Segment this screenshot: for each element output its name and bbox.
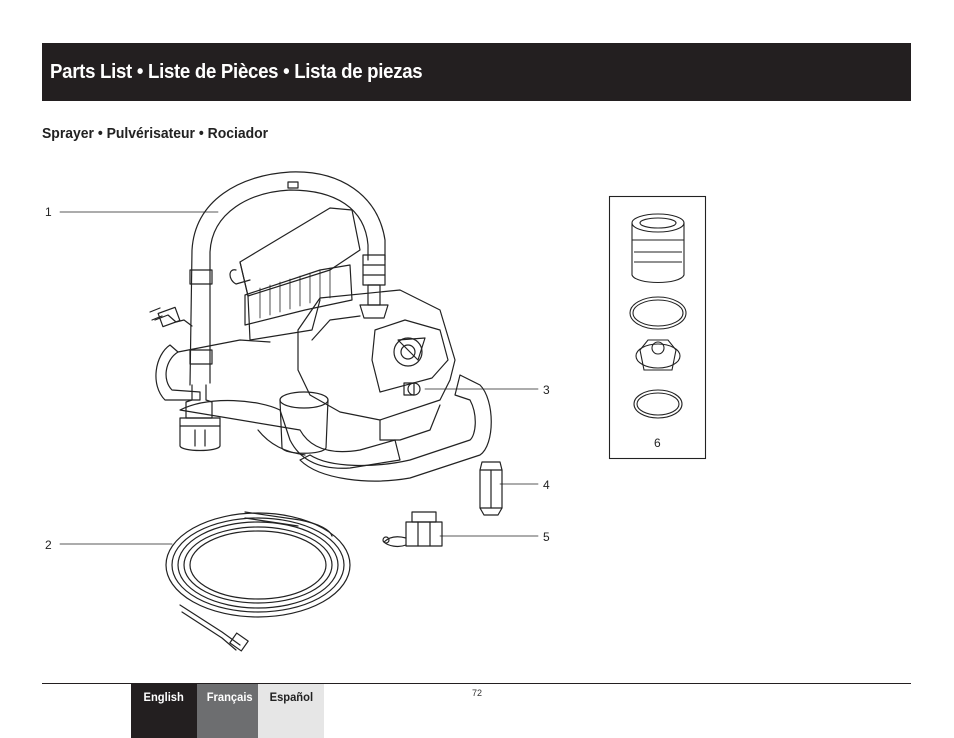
tab-espanol[interactable]: Español [258, 684, 324, 738]
tab-francais[interactable]: Français [197, 684, 263, 738]
part-4-coupler [479, 461, 503, 516]
page-title: Parts List • Liste de Pièces • Lista de … [50, 61, 423, 83]
footer-rule [42, 683, 911, 684]
airless-hose [165, 511, 351, 652]
title-bar: Parts List • Liste de Pièces • Lista de … [42, 43, 911, 101]
paint-cup [279, 391, 329, 454]
pump-housing [297, 289, 456, 441]
callout-number-4: 4 [543, 478, 550, 492]
tab-english[interactable]: English [131, 684, 197, 738]
tab-espanol-label: Español [269, 690, 313, 704]
callout-number-6: 6 [654, 436, 661, 450]
sprayer-handle [189, 171, 386, 386]
page-number: 72 [472, 688, 483, 698]
callout-number-2: 2 [45, 538, 52, 552]
leader-lines [59, 211, 539, 545]
callout-number-5: 5 [543, 530, 550, 544]
section-subtitle: Sprayer • Pulvérisateur • Rociador [42, 125, 269, 142]
tab-english-label: English [143, 690, 185, 704]
prime-valve [359, 254, 389, 319]
filter-housing [179, 384, 221, 452]
part-6-inset [608, 195, 707, 460]
tab-francais-label: Français [207, 690, 253, 704]
callout-number-1: 1 [45, 205, 52, 219]
part-5-cap [382, 511, 443, 548]
callout-number-3: 3 [543, 383, 550, 397]
motor-body [229, 207, 361, 341]
power-cord [149, 306, 193, 328]
sprayer-base [155, 339, 492, 482]
